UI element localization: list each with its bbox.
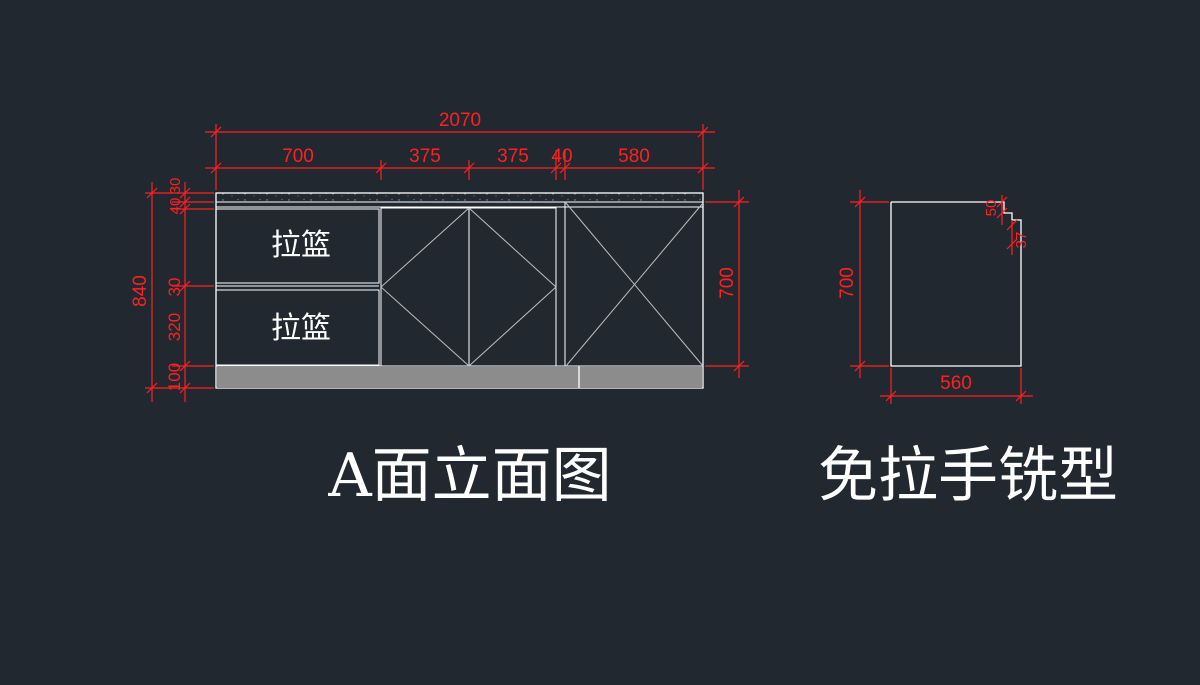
dim-segment-3: 375 (497, 146, 529, 167)
dim-stack-2: 40 (167, 198, 184, 215)
dim-segment-2: 375 (409, 146, 441, 167)
elevation-a: 拉篮 拉篮 (130, 110, 749, 511)
profile-dim-height: 700 (837, 267, 858, 299)
dim-stack-1: 30 (167, 178, 184, 195)
elevation-dimension-lines (145, 124, 749, 402)
profile-dim-notch-top: 50 (983, 200, 1000, 217)
dim-segment-5: 580 (618, 146, 650, 167)
dim-stack-5: 100 (165, 363, 184, 391)
drawer-label-bottom: 拉篮 (271, 311, 331, 346)
profile-dim-notch-side: 37 (1013, 232, 1030, 249)
profile-dimension-lines (850, 190, 1033, 404)
dim-segment-1: 700 (282, 146, 314, 167)
profile-dim-width: 560 (940, 373, 972, 394)
dim-overall-width: 2070 (439, 110, 481, 131)
dim-overall-height: 840 (130, 275, 151, 307)
dim-segment-4: 40 (551, 146, 572, 167)
door-cross-b (565, 202, 704, 367)
dim-stack-4: 320 (165, 313, 184, 341)
elevation-title: A面立面图 (327, 441, 611, 511)
handleless-profile: 700 560 50 37 免拉手铣型 (818, 190, 1118, 511)
drawer-label-top: 拉篮 (271, 228, 331, 263)
plinth (217, 367, 702, 388)
profile-outline (890, 201, 1022, 367)
drawer-top (215, 208, 380, 284)
dim-right-height: 700 (717, 267, 738, 299)
drawer-bottom (215, 289, 380, 366)
profile-title: 免拉手铣型 (818, 441, 1118, 511)
door-swing-right (468, 207, 557, 367)
door-swing-left (380, 207, 470, 367)
countertop (215, 192, 704, 203)
dim-stack-3: 30 (165, 278, 184, 297)
